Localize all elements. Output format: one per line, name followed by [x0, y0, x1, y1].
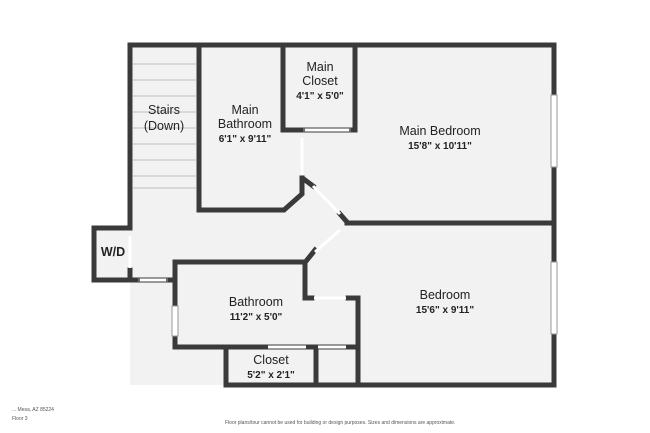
address-text: ... Mesa, AZ 85224	[12, 407, 54, 413]
room-wd: W/D	[101, 245, 125, 259]
room-main-closet: Main Closet 4'1" x 5'0"	[296, 60, 344, 102]
bedroom-dims: 15'6" x 9'11"	[416, 305, 474, 316]
stairs-treads	[133, 63, 196, 189]
room-main-bedroom: Main Bedroom 15'8" x 10'11"	[399, 124, 480, 152]
stairs-label: Stairs	[148, 103, 180, 117]
room-stairs: Stairs (Down)	[144, 103, 184, 133]
windows	[171, 94, 558, 337]
bathroom-dims: 11'2" x 5'0"	[230, 312, 283, 323]
closet-label: Closet	[253, 353, 289, 367]
bathroom-label: Bathroom	[229, 295, 283, 309]
main-bathroom-dims: 6'1" x 9'11"	[219, 134, 272, 145]
stairs-sublabel: (Down)	[144, 119, 184, 133]
main-closet-label: Main	[306, 60, 333, 74]
room-main-bathroom: Main Bathroom 6'1" x 9'11"	[218, 103, 272, 145]
closet-dims: 5'2" x 2'1"	[247, 370, 295, 381]
room-bedroom: Bedroom 15'6" x 9'11"	[416, 288, 474, 316]
room-closet: Closet 5'2" x 2'1"	[247, 353, 295, 381]
main-bedroom-dims: 15'8" x 10'11"	[408, 141, 472, 152]
main-bathroom-label: Main	[231, 103, 258, 117]
main-bathroom-label-2: Bathroom	[218, 117, 272, 131]
main-closet-dims: 4'1" x 5'0"	[296, 91, 344, 102]
wd-label: W/D	[101, 245, 125, 259]
disclaimer-text: Floor plans/tour cannot be used for buil…	[225, 420, 456, 426]
floor-label: Floor 3	[12, 416, 28, 422]
bedroom-label: Bedroom	[420, 288, 471, 302]
main-bedroom-label: Main Bedroom	[399, 124, 480, 138]
main-closet-label-2: Closet	[302, 74, 338, 88]
room-bathroom: Bathroom 11'2" x 5'0"	[229, 295, 283, 323]
door-jambs	[138, 128, 351, 282]
openings	[128, 128, 349, 349]
